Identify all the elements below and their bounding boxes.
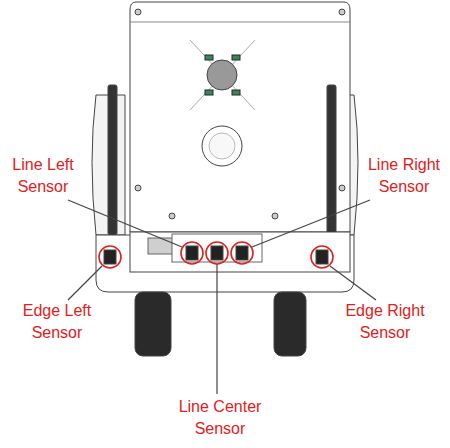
callout-label: Edge Left Sensor (12, 300, 102, 344)
callout-label: Line Center Sensor (165, 396, 275, 440)
callout-label: Line Left Sensor (3, 154, 83, 198)
callout-label: Edge Right Sensor (337, 300, 433, 344)
leader-line (68, 200, 376, 394)
callout-label: Line Right Sensor (362, 154, 446, 198)
